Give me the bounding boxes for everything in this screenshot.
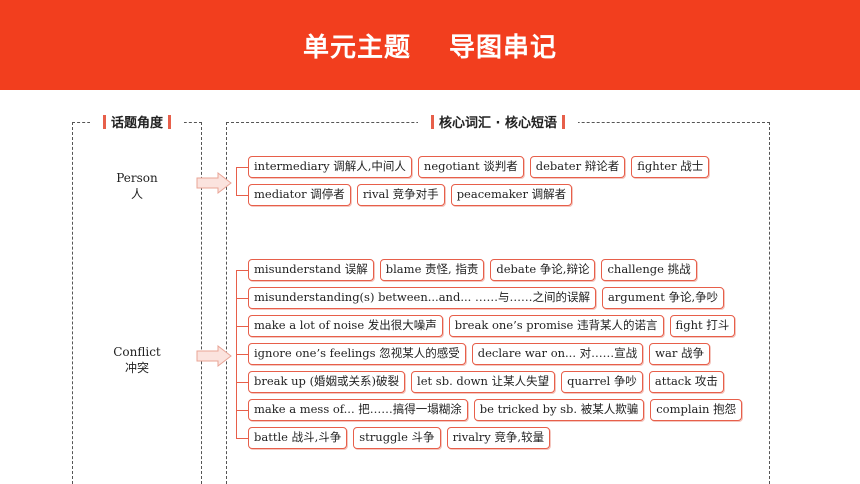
vocab-item: misunderstand 误解 <box>248 259 374 281</box>
vocabulary-title: 核心词汇 · 核心短语 <box>418 112 578 131</box>
category-conflict: Conflict 冲突 <box>72 344 202 376</box>
vocabulary-box: 核心词汇 · 核心短语 <box>226 112 770 484</box>
vocab-item: ignore one’s feelings 忽视某人的感受 <box>248 343 466 365</box>
vocab-item: rival 竞争对手 <box>356 184 445 206</box>
vocab-item: battle 战斗,斗争 <box>248 427 348 449</box>
conflict-row-5: break up (婚姻或关系)破裂 let sb. down 让某人失望 qu… <box>248 371 724 393</box>
vocab-item: debater 辩论者 <box>529 156 626 178</box>
topic-angle-box: 话题角度 <box>72 112 202 484</box>
vocab-item: fighter 战士 <box>631 156 710 178</box>
vocab-item: debate 争论,辩论 <box>490 259 596 281</box>
category-person-cn: 人 <box>130 187 143 201</box>
vocab-item: challenge 挑战 <box>601 259 697 281</box>
vocab-item: intermediary 调解人,中间人 <box>248 156 412 178</box>
conflict-row-7: battle 战斗,斗争 struggle 斗争 rivalry 竞争,较量 <box>248 427 551 449</box>
vocab-item: argument 争论,争吵 <box>601 287 725 309</box>
vocab-item: rivalry 竞争,较量 <box>446 427 551 449</box>
arrow-right-icon <box>196 172 232 194</box>
vocab-item: complain 抱怨 <box>650 399 743 421</box>
category-person-en: Person <box>116 171 158 185</box>
vocab-item: war 战争 <box>649 343 710 365</box>
vocab-item: break one’s promise 违背某人的诺言 <box>448 315 664 337</box>
vocab-item: peacemaker 调解者 <box>450 184 573 206</box>
category-person: Person 人 <box>72 170 202 202</box>
person-bracket <box>236 167 237 195</box>
banner-title-right: 导图串记 <box>449 32 558 63</box>
vocab-item: make a mess of... 把……搞得一塌糊涂 <box>248 399 468 421</box>
person-row-1: intermediary 调解人,中间人 negotiant 谈判者 debat… <box>248 156 710 178</box>
vocab-item: misunderstanding(s) between...and... ……与… <box>248 287 596 309</box>
vocab-item: break up (婚姻或关系)破裂 <box>248 371 406 393</box>
conflict-row-3: make a lot of noise 发出很大噪声 break one’s p… <box>248 315 736 337</box>
vocab-item: mediator 调停者 <box>248 184 351 206</box>
arrow-right-icon <box>196 345 232 367</box>
topic-angle-title: 话题角度 <box>89 112 185 131</box>
vocab-item: make a lot of noise 发出很大噪声 <box>248 315 443 337</box>
conflict-row-1: misunderstand 误解 blame 责怪, 指责 debate 争论,… <box>248 259 697 281</box>
vocab-item: fight 打斗 <box>669 315 736 337</box>
banner-title-left: 单元主题 <box>302 32 411 63</box>
vocab-item: blame 责怪, 指责 <box>379 259 485 281</box>
vocab-item: attack 攻击 <box>648 371 724 393</box>
vocab-item: be tricked by sb. 被某人欺骗 <box>473 399 645 421</box>
category-conflict-en: Conflict <box>113 345 161 359</box>
category-conflict-cn: 冲突 <box>124 361 149 375</box>
person-row-2: mediator 调停者 rival 竞争对手 peacemaker 调解者 <box>248 184 573 206</box>
conflict-row-2: misunderstanding(s) between...and... ……与… <box>248 287 725 309</box>
vocab-item: struggle 斗争 <box>353 427 441 449</box>
header-banner: 单元主题 导图串记 <box>0 0 860 90</box>
conflict-row-4: ignore one’s feelings 忽视某人的感受 declare wa… <box>248 343 710 365</box>
vocab-item: quarrel 争吵 <box>561 371 643 393</box>
conflict-row-6: make a mess of... 把……搞得一塌糊涂 be tricked b… <box>248 399 743 421</box>
vocab-item: declare war on... 对……宣战 <box>471 343 644 365</box>
vocab-item: negotiant 谈判者 <box>417 156 524 178</box>
vocab-item: let sb. down 让某人失望 <box>411 371 556 393</box>
